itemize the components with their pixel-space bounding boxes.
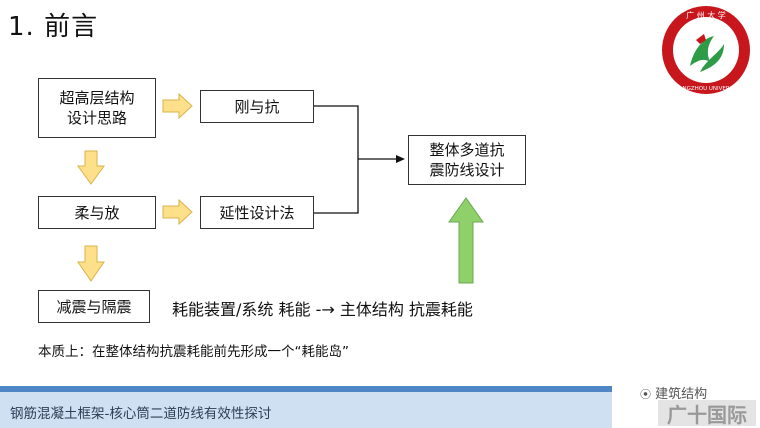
ductile-design-box: 延性设计法 (200, 196, 314, 229)
isolation-box: 减震与隔震 (38, 290, 150, 323)
arrow-down-icon (77, 150, 105, 185)
footer-band (0, 386, 612, 428)
connector-line (314, 105, 359, 214)
footer-accent-bar (0, 386, 612, 392)
design-approach-box: 超高层结构 设计思路 (38, 78, 156, 138)
watermark-stamp: 广十国际 (658, 400, 756, 427)
page-title: 1. 前言 (8, 12, 99, 42)
footer-title: 钢筋混凝土框架-核心筒二道防线有效性探讨 (10, 406, 272, 422)
university-logo: 广 州 大 学 GUANGZHOU UNIVERSITY (660, 4, 752, 96)
rigid-box: 刚与抗 (200, 90, 314, 123)
design-approach-line2: 设计思路 (66, 109, 127, 127)
arrow-right-icon (162, 92, 193, 120)
watermark-line1: 建筑结构 (655, 387, 708, 402)
design-approach-line1: 超高层结构 (59, 89, 135, 107)
flexible-label: 柔与放 (74, 203, 120, 222)
isolation-label: 减震与隔震 (56, 297, 132, 316)
overall-defense-line2: 震防线设计 (429, 161, 505, 179)
overall-defense-line1: 整体多道抗 (429, 141, 505, 159)
energy-dissipation-text: 耗能装置/系统 耗能 -→ 主体结构 抗震耗能 (172, 300, 473, 319)
arrow-down-icon (77, 245, 105, 282)
flexible-box: 柔与放 (38, 196, 156, 229)
rigid-label: 刚与抗 (234, 97, 280, 116)
svg-text:GUANGZHOU UNIVERSITY: GUANGZHOU UNIVERSITY (670, 86, 742, 92)
svg-text:广 州 大 学: 广 州 大 学 (686, 10, 726, 20)
overall-defense-box: 整体多道抗 震防线设计 (408, 135, 526, 185)
wechat-icon: ⦿ (640, 388, 651, 401)
ductile-design-label: 延性设计法 (219, 203, 295, 222)
essence-text: 本质上：在整体结构抗震耗能前先形成一个“耗能岛” (38, 344, 349, 360)
arrow-right-icon (162, 198, 193, 226)
arrow-up-icon (448, 197, 484, 284)
watermark-account: ⦿ 建筑结构 (640, 383, 707, 402)
arrowhead-icon (396, 155, 405, 163)
